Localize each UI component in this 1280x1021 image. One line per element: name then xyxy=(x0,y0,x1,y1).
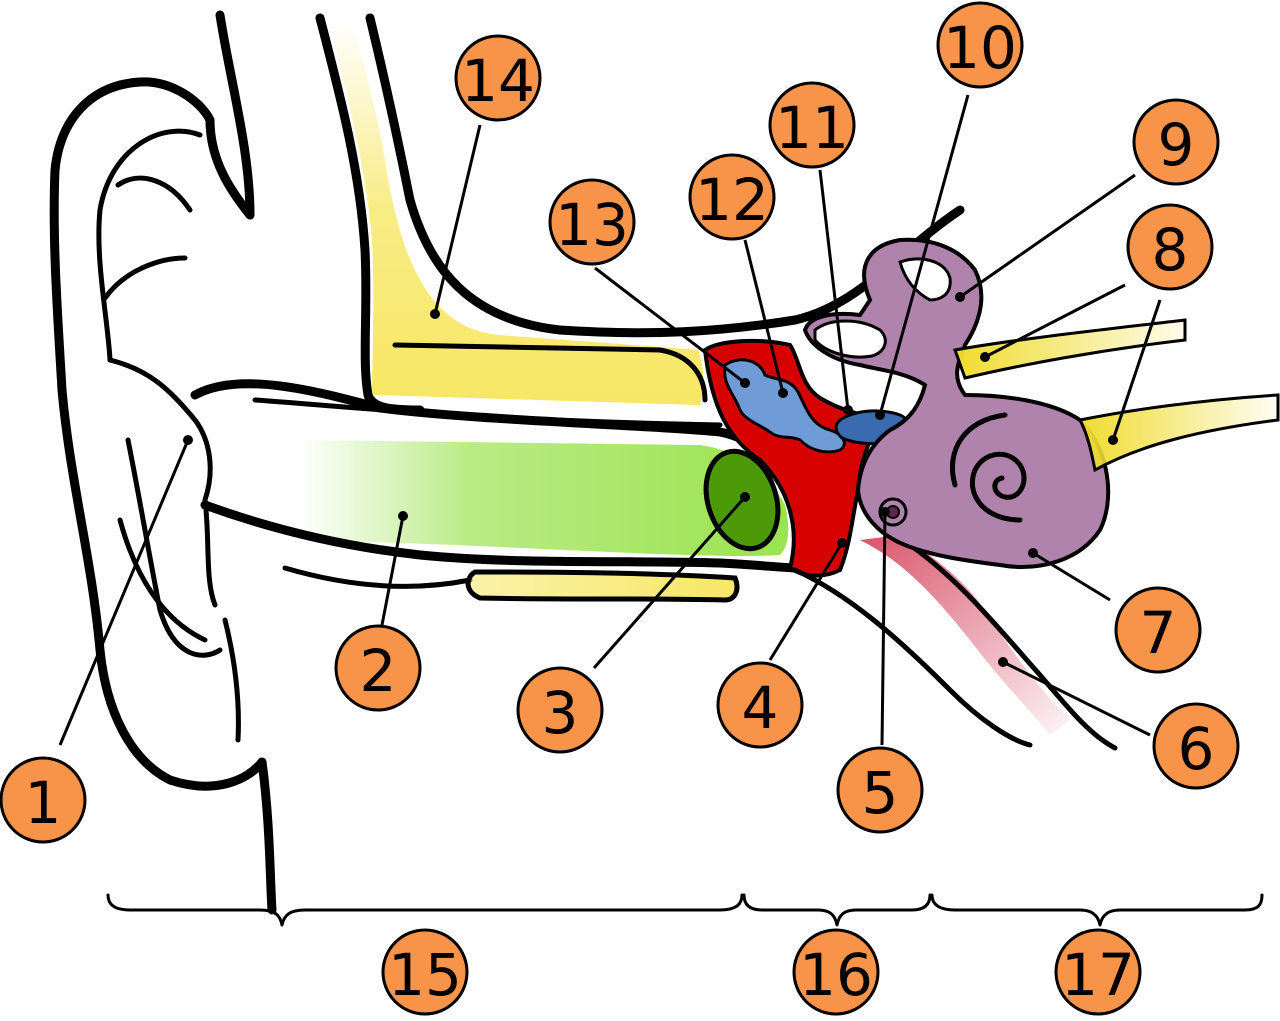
badge-1-text: 1 xyxy=(25,769,62,837)
badge-10: 10 xyxy=(936,1,1024,89)
brace-inner-ear xyxy=(930,893,1264,927)
badge-11-text: 11 xyxy=(775,94,849,162)
badge-8-text: 8 xyxy=(1152,216,1189,284)
badge-12: 12 xyxy=(688,153,776,241)
badge-3-text: 3 xyxy=(542,679,579,747)
badge-14: 14 xyxy=(454,34,542,122)
leader-lines xyxy=(58,94,1162,746)
badge-16: 16 xyxy=(792,928,880,1016)
badge-13: 13 xyxy=(548,178,636,266)
badge-3: 3 xyxy=(516,666,604,754)
badge-8: 8 xyxy=(1126,203,1214,291)
badge-17-text: 17 xyxy=(1061,941,1135,1009)
eustachian-tube xyxy=(792,535,1118,751)
ear-canal xyxy=(190,379,810,589)
badge-2-text: 2 xyxy=(360,637,397,705)
pinna-outline xyxy=(49,10,277,915)
badge-16-text: 16 xyxy=(799,941,873,1009)
badge-5-text: 5 xyxy=(862,759,899,827)
badge-13-text: 13 xyxy=(555,191,629,259)
temporal-bone xyxy=(315,13,965,603)
badge-4-text: 4 xyxy=(742,674,779,742)
badge-11: 11 xyxy=(768,81,856,169)
badge-2: 2 xyxy=(334,624,422,712)
badge-12-text: 12 xyxy=(695,166,769,234)
region-braces xyxy=(106,893,1264,927)
badge-4: 4 xyxy=(716,661,804,749)
brace-middle-ear xyxy=(742,893,932,927)
badge-17: 17 xyxy=(1054,928,1142,1016)
badge-6: 6 xyxy=(1152,702,1240,790)
inner-ear xyxy=(802,237,1111,569)
badge-15: 15 xyxy=(381,928,469,1016)
nerves xyxy=(952,318,1280,473)
badge-9-text: 9 xyxy=(1158,111,1195,179)
badge-7: 7 xyxy=(1114,586,1202,674)
brace-outer-ear xyxy=(106,893,744,927)
badge-6-text: 6 xyxy=(1178,715,1215,783)
badge-15-text: 15 xyxy=(388,941,462,1009)
badge-14-text: 14 xyxy=(461,47,535,115)
badge-1: 1 xyxy=(0,756,87,844)
badge-9: 9 xyxy=(1132,98,1220,186)
badge-7-text: 7 xyxy=(1140,599,1177,667)
ossicles xyxy=(723,358,911,454)
badge-10-text: 10 xyxy=(943,14,1017,82)
badge-5: 5 xyxy=(836,746,924,834)
